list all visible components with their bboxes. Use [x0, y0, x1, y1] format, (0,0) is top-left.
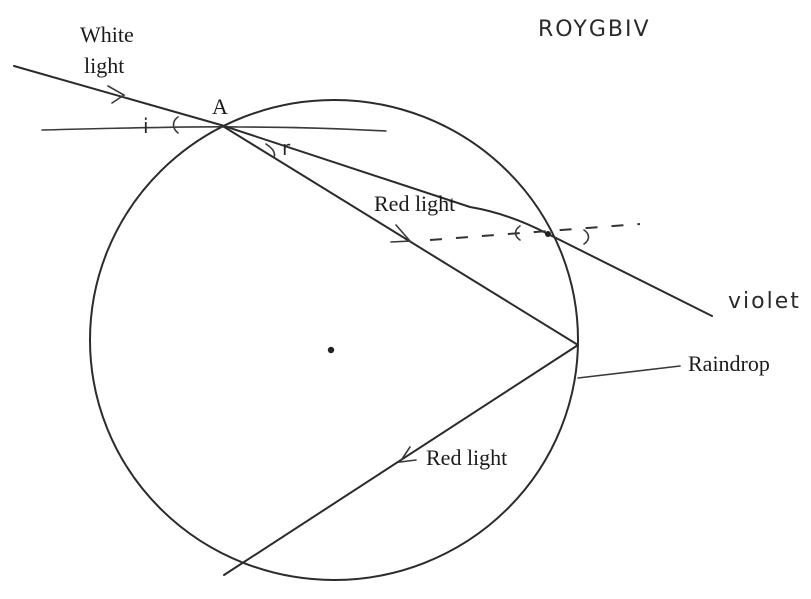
angle-r-arc [265, 143, 276, 159]
raindrop-center-dot [327, 346, 335, 354]
white-light-label-line2: light [84, 53, 124, 78]
violet-label: violet [728, 289, 801, 314]
white-light-label-line1: White [80, 22, 134, 47]
angle-exit-left-arc [514, 225, 521, 241]
red-light-ray-inner [220, 124, 579, 346]
raindrop-leader-line [577, 365, 681, 379]
violet-ray [220, 124, 713, 317]
spectrum-mnemonic-label: ROYGBIV [538, 17, 651, 42]
white-light-ray [13, 65, 222, 126]
angle-r-label: r [282, 136, 292, 160]
raindrop-label: Raindrop [688, 351, 770, 376]
angle-exit-right-arc [583, 229, 590, 245]
red-light-upper-label: Red light [374, 191, 455, 216]
tangent-line-at-a [41, 125, 387, 132]
angle-i-arc [172, 116, 179, 134]
white-light-arrow-icon [107, 85, 126, 104]
raindrop-circle [89, 99, 579, 581]
angle-i-label: i [143, 114, 151, 138]
exit-normal-dashed [429, 223, 641, 241]
red-light-lower-label: Red light [426, 445, 507, 470]
reflected-arrow-icon [398, 446, 417, 464]
red-light-arrow-icon [390, 224, 412, 243]
point-a-label: A [212, 94, 228, 119]
exit-point-dot [545, 231, 551, 237]
